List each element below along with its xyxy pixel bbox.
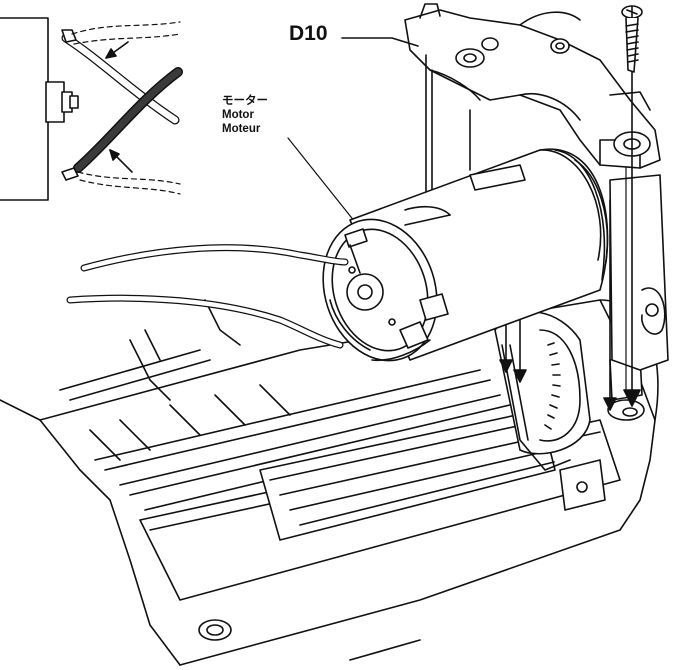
chassis-tub <box>0 299 659 666</box>
motor-lead-wires <box>66 244 349 349</box>
motor-cover-d10 <box>404 3 661 169</box>
motor-label: モーター Motor Moteur <box>222 94 268 136</box>
part-label-d10: D10 <box>289 22 328 45</box>
motor-label-en: Motor <box>222 109 254 121</box>
screw <box>621 5 643 73</box>
motor-label-fr: Moteur <box>222 123 261 135</box>
gear-housing <box>494 174 669 471</box>
wire-detail-inset <box>0 17 183 201</box>
motor <box>322 148 609 362</box>
motor-label-jp: モーター <box>222 95 268 107</box>
